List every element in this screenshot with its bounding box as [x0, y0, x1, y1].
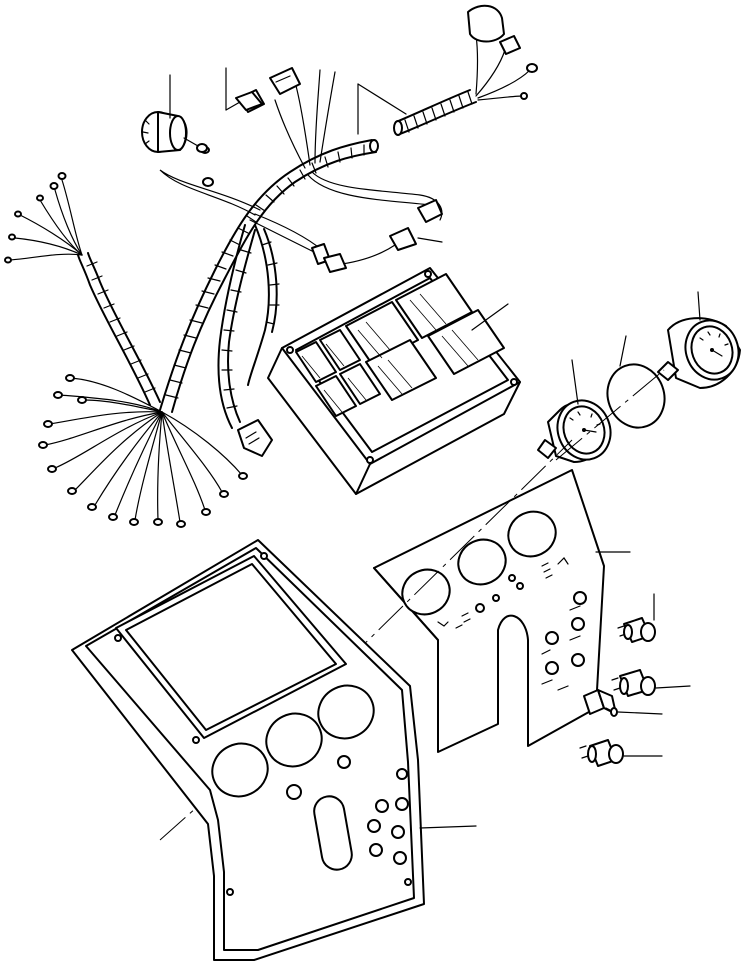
- instrument-main-panel: [71, 539, 477, 961]
- instrument-sub-panel: [373, 469, 631, 753]
- gauge-lens: [606, 335, 666, 429]
- toggle-switch: [583, 689, 663, 717]
- gauge-center: [537, 359, 612, 463]
- connector-top: [235, 91, 263, 111]
- switch-2: [611, 669, 691, 697]
- warning-lamp-panel: [267, 267, 521, 495]
- gauge-small-left: [141, 111, 208, 153]
- switch-3: [579, 739, 663, 767]
- wiring-harness: [4, 4, 538, 528]
- switch-1: [617, 593, 656, 643]
- leader-lines-top: [169, 67, 443, 243]
- gauge-right: [657, 291, 741, 389]
